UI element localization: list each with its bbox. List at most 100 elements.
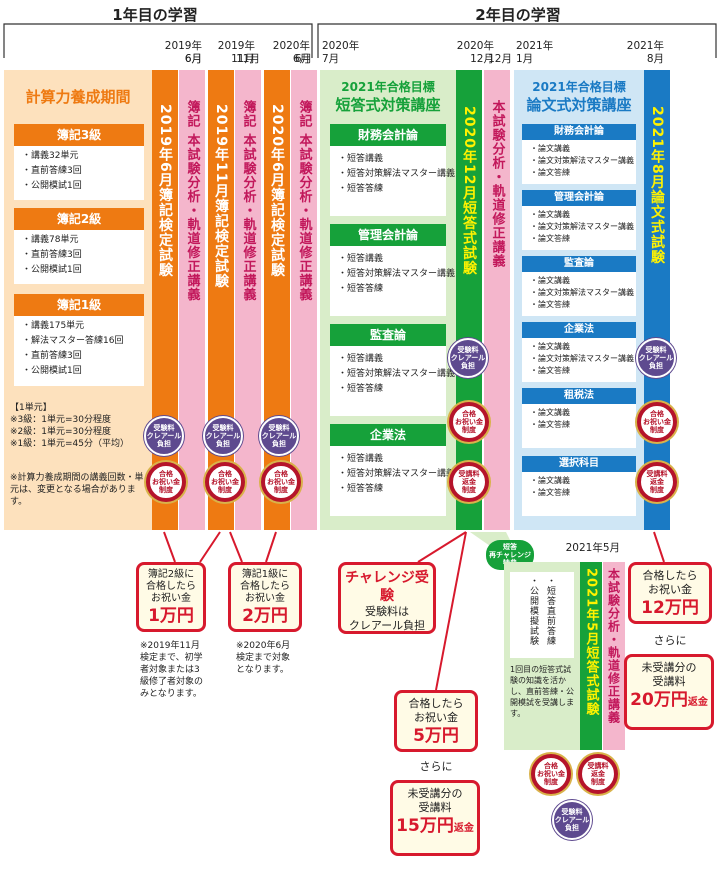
refund-seal: 受講料 返金 制度 [578, 754, 618, 794]
short-box-title: 財務会計論 [330, 124, 446, 146]
free-exam-seal: 受験料 クレアール 負担 [203, 416, 243, 456]
list-item: ・論文対策解法マスター講義 [530, 354, 634, 363]
list-item: ・論文対策解法マスター講義 [530, 288, 634, 297]
essay-box-list: ・論文講義 ・論文対策解法マスター講義 ・論文答練 [522, 338, 636, 382]
list-item: ・講義175単元 [22, 321, 85, 331]
list-item: ・短答対策解法マスター講義 [338, 469, 456, 479]
refund-seal: 受講料 返金 制度 [637, 462, 677, 502]
pink-bar-4: 本試験分析・軌道修正講義 [484, 70, 510, 530]
list-item: ・論文答練 [530, 366, 570, 375]
short-course-target: 2021年合格目標 [341, 80, 435, 94]
celebration-seal: 合格 お祝い金 制度 [261, 462, 301, 502]
pass12-callout: 合格したら お祝い金 12万円 [628, 562, 712, 624]
list-item: ・直前答練3回 [22, 250, 82, 260]
free-exam-seal: 受験料 クレアール 負担 [448, 338, 488, 378]
refund20-callout: 未受講分の 受講料 20万円返金 [624, 654, 714, 730]
list-item: ・公開模擬試験 [528, 576, 538, 646]
year-brackets [3, 23, 717, 58]
essay-box-title: 管理会計論 [522, 190, 636, 206]
list-item: ・短答答練 [338, 284, 384, 294]
further-label: さらに [653, 634, 687, 647]
essay-box-title: 選択科目 [522, 456, 636, 472]
date-2019-06-b: 6月 [184, 53, 202, 65]
boki2-title: 簿記2級 [14, 208, 144, 230]
list-item: ・解法マスター答練16回 [22, 336, 124, 346]
free-exam-seal: 受験料 クレアール 負担 [636, 338, 676, 378]
list-item: ・論文答練 [530, 420, 570, 429]
list-item: ・短答直前答練 [545, 576, 555, 646]
challenge-callout: チャレンジ受験 受験料は クレアール負担 [338, 562, 436, 634]
list-item: ・直前答練3回 [22, 166, 82, 176]
list-item: ・公開模試1回 [22, 366, 82, 376]
rechallenge-desc: 1回目の短答式試験の知識を活かし、直前答練・公開模試を受講します。 [510, 665, 574, 718]
exam-bar-2021-08: 2021年8月論文式試験 [644, 70, 670, 530]
essay-course-title: 論文式対策講座 [526, 96, 632, 114]
boki1-callout: 簿記1級に 合格したら お祝い金 2万円 [228, 562, 302, 632]
free-exam-seal: 受験料 クレアール 負担 [259, 416, 299, 456]
pink-bar-3: 簿記 本試験分析・軌道修正講義 [291, 70, 317, 530]
boki2-note: ※2019年11月検定まで、初学者対象または3級修了者対象のみとなります。 [140, 641, 204, 699]
list-item: ・論文答練 [530, 488, 570, 497]
date-2020-07: 2020年 7月 [322, 40, 360, 65]
short-box-title: 企業法 [330, 424, 446, 446]
essay-box-list: ・論文講義 ・論文対策解法マスター講義 ・論文答練 [522, 272, 636, 316]
refund-seal: 受講料 返金 制度 [449, 462, 489, 502]
pink-bar-5: 本試験分析・軌道修正講義 [603, 562, 625, 750]
list-item: ・短答対策解法マスター講義 [338, 169, 456, 179]
date-2019-11: 2019年 11月 [217, 40, 255, 65]
list-item: ・論文対策解法マスター講義 [530, 222, 634, 231]
essay-box-title: 監査論 [522, 256, 636, 272]
list-item: ・論文講義 [530, 476, 570, 485]
list-item: ・論文講義 [530, 276, 570, 285]
list-item: ・論文講義 [530, 408, 570, 417]
list-item: ・講義32単元 [22, 151, 79, 161]
celebration-seal: 合格 お祝い金 制度 [531, 754, 571, 794]
date-2021-08: 2021年 8月 [626, 40, 664, 65]
essay-box-list: ・論文講義 ・論文答練 [522, 472, 636, 516]
boki2-callout: 簿記2級に 合格したら お祝い金 1万円 [136, 562, 206, 632]
short-box-list: ・短答講義 ・短答対策解法マスター講義 ・短答答練 [330, 146, 456, 216]
date-2020-12: 2020年 12月 [456, 40, 494, 65]
essay-course-target: 2021年合格目標 [532, 80, 626, 94]
short-box-list: ・短答講義 ・短答対策解法マスター講義 ・短答答練 [330, 346, 456, 416]
pink-bar-2: 簿記 本試験分析・軌道修正講義 [235, 70, 261, 530]
boki1-note: ※2020年6月検定まで対象となります。 [236, 641, 291, 675]
list-item: ・論文答練 [530, 168, 570, 177]
list-item: ・論文答練 [530, 300, 570, 309]
list-item: ・論文講義 [530, 210, 570, 219]
list-item: ・短答講義 [338, 254, 384, 264]
pink-bar-1: 簿記 本試験分析・軌道修正講義 [179, 70, 205, 530]
change-note: ※計算力養成期間の講義回数・単元は、変更となる場合があります。 [10, 473, 144, 507]
year2-title: 2年目の学習 [475, 6, 561, 24]
list-item: ・短答講義 [338, 354, 384, 364]
free-exam-seal: 受験料 クレアール 負担 [144, 416, 184, 456]
list-item: ・短答対策解法マスター講義 [338, 369, 456, 379]
list-item: ・短答講義 [338, 454, 384, 464]
celebration-seal: 合格 お祝い金 制度 [637, 402, 677, 442]
date-2019-06: 2019年 6月 [164, 40, 202, 65]
unit-note: 【1単元】 ※3級：1単元=30分程度 ※2級：1単元=30分程度 ※1級：1単… [10, 403, 129, 449]
boki1-title: 簿記1級 [14, 294, 144, 316]
essay-box-list: ・論文講義 ・論文対策解法マスター講義 ・論文答練 [522, 206, 636, 250]
date-2020-12-b: 12月 [488, 53, 512, 65]
list-item: ・論文答練 [530, 234, 570, 243]
celebration-seal: 合格 お祝い金 制度 [205, 462, 245, 502]
list-item: ・公開模試1回 [22, 265, 82, 275]
list-item: ・講義78単元 [22, 235, 79, 245]
list-item: ・論文講義 [530, 144, 570, 153]
exam-bar-2020-12: 2020年12月短答式試験 [456, 70, 482, 530]
list-item: ・直前答練3回 [22, 351, 82, 361]
boki1-list: ・講義175単元 ・解法マスター答練16回 ・直前答練3回 ・公開模試1回 [14, 316, 144, 386]
short-box-title: 監査論 [330, 324, 446, 346]
date-2019-11-b: 11月 [236, 53, 260, 65]
date-2020-06-b: 6月 [294, 53, 312, 65]
list-item: ・短答答練 [338, 384, 384, 394]
list-item: ・公開模試1回 [22, 181, 82, 191]
short-course-title: 短答式対策講座 [335, 96, 441, 114]
date-2021-05: 2021年5月 [565, 542, 620, 554]
exam-bar-2021-05: 2021年5月短答式試験 [580, 562, 602, 750]
short-box-list: ・短答講義 ・短答対策解法マスター講義 ・短答答練 [330, 446, 456, 516]
rechallenge-list: ・短答直前答練 ・公開模擬試験 [510, 572, 574, 658]
boki3-title: 簿記3級 [14, 124, 144, 146]
